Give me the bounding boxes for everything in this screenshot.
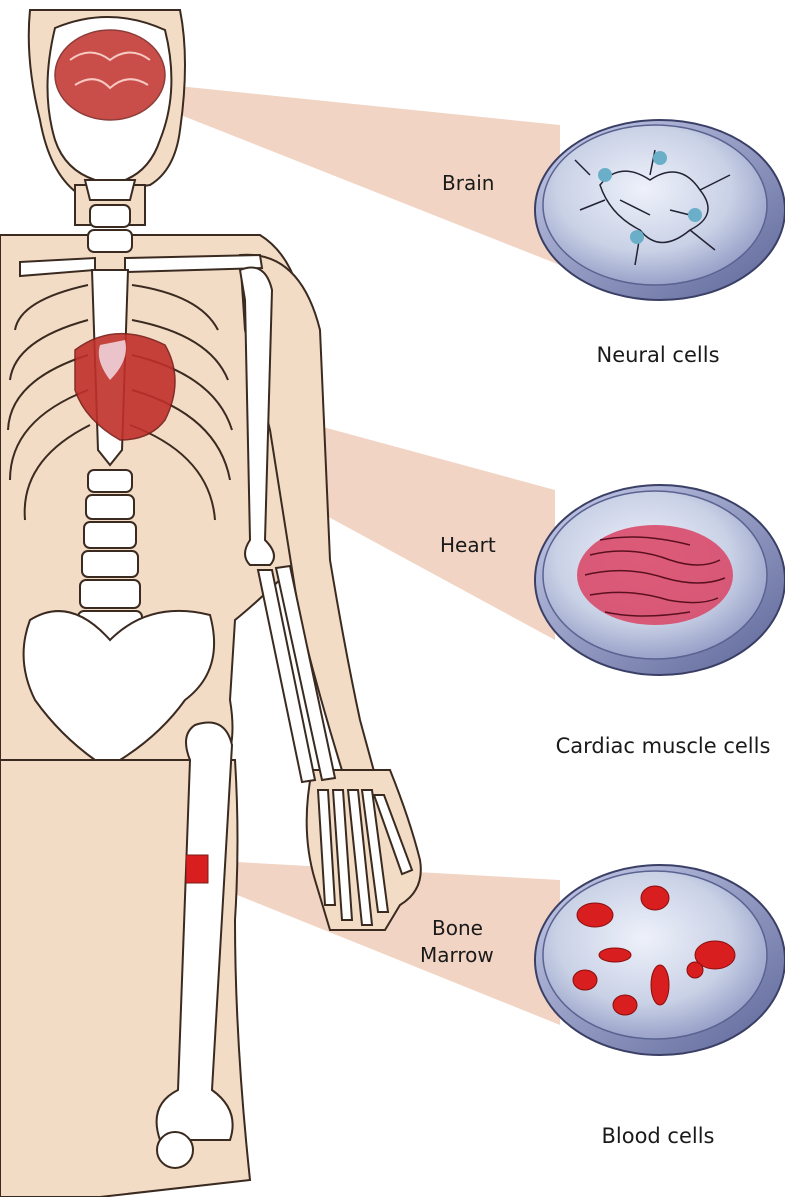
blood-cell-1 <box>577 903 613 927</box>
blood-cell-5 <box>613 995 637 1015</box>
caption-blood-cells: Blood cells <box>601 1124 714 1148</box>
label-heart: Heart <box>440 533 496 557</box>
blood-cell-2 <box>641 886 669 910</box>
dish-brain <box>535 120 785 300</box>
neural-cell-1 <box>598 168 612 182</box>
brain-organ <box>55 30 165 120</box>
label-brain: Brain <box>442 171 494 195</box>
caption-neural-cells: Neural cells <box>596 343 719 367</box>
neural-cell-3 <box>688 208 702 222</box>
label-marrow: Marrow <box>420 943 494 967</box>
dish-blood <box>535 865 785 1055</box>
bone-marrow-organ <box>186 855 208 883</box>
label-bone: Bone <box>432 916 483 940</box>
neural-cell-2 <box>653 151 667 165</box>
blood-cell-4 <box>573 970 597 990</box>
blood-cell-8 <box>687 962 703 978</box>
dish-heart <box>535 485 785 675</box>
blood-cell-3 <box>599 948 631 962</box>
neural-cell-4 <box>630 230 644 244</box>
blood-cell-6 <box>651 965 669 1005</box>
caption-cardiac-muscle-cells: Cardiac muscle cells <box>556 734 771 758</box>
